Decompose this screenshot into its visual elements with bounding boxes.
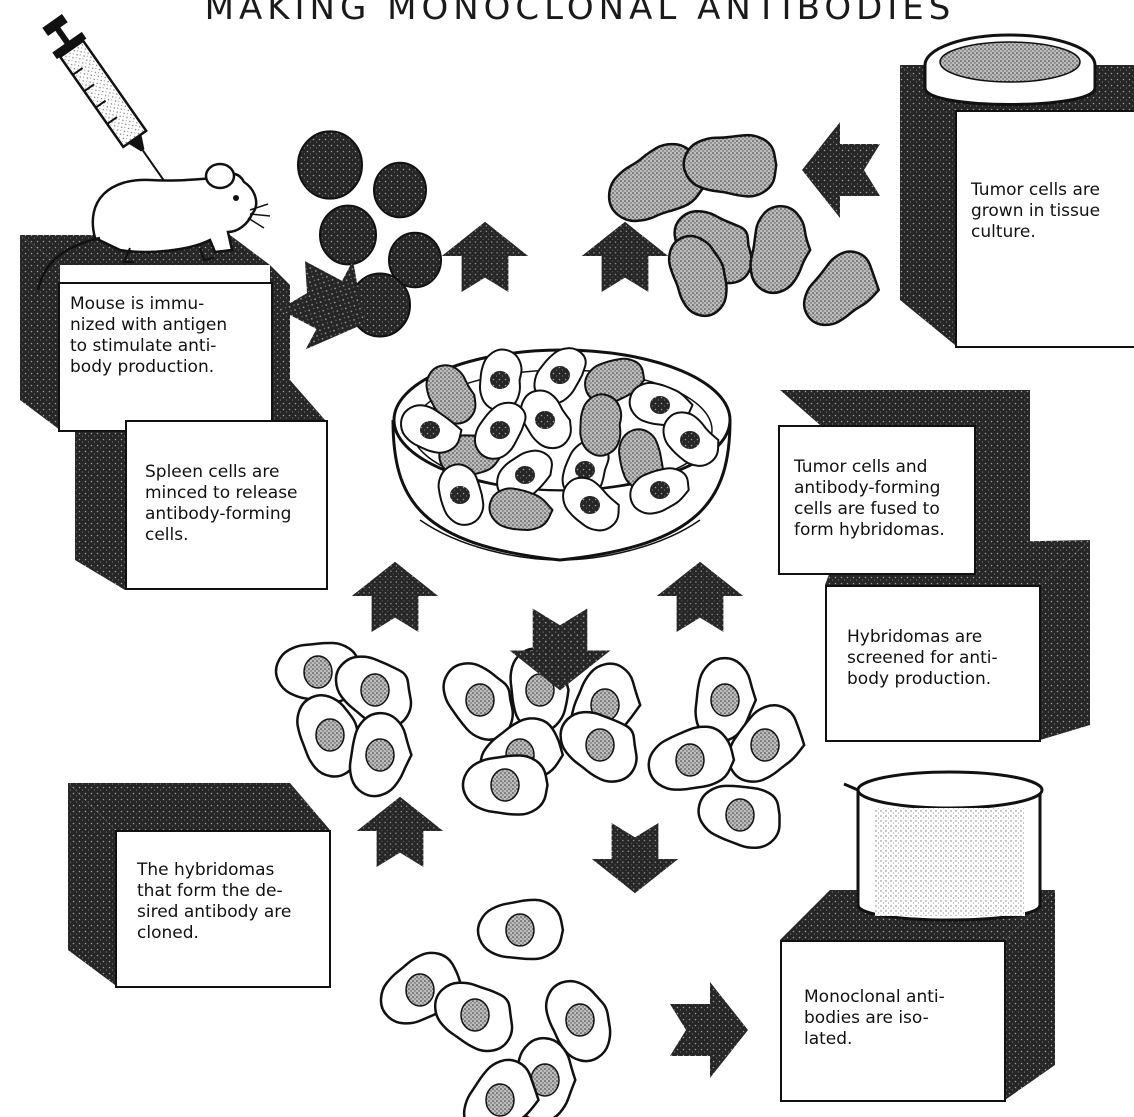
nucleus-icon <box>680 431 700 449</box>
nucleus-icon <box>726 799 754 831</box>
fuse-text: Tumor cells and antibody-forming cells a… <box>794 457 964 541</box>
nucleus-icon <box>550 366 570 384</box>
nucleus-icon <box>304 656 332 688</box>
fuse-label: Tumor cells and antibody-forming cells a… <box>778 425 976 575</box>
isolate-label: Monoclonal anti- bodies are iso- lated. <box>780 940 1006 1102</box>
nucleus-icon <box>491 769 519 801</box>
nucleus-icon <box>580 496 600 514</box>
nucleus-icon <box>751 729 779 761</box>
nucleus-icon <box>466 684 494 716</box>
petri-dish-icon <box>925 35 1095 105</box>
arrow-icon <box>442 222 528 292</box>
clone-text: The hybridomas that form the de- sired a… <box>137 860 319 944</box>
arrow-icon <box>582 222 668 292</box>
nucleus-icon <box>366 739 394 771</box>
tumor-cell-icon <box>804 252 879 325</box>
arrow-icon <box>802 122 880 218</box>
nucleus-icon <box>586 729 614 761</box>
clone-label: The hybridomas that form the de- sired a… <box>115 830 331 988</box>
nucleus-icon <box>711 684 739 716</box>
spleen-cell-icon <box>374 163 426 218</box>
beaker-icon <box>844 772 1042 920</box>
arrow-icon <box>657 562 743 632</box>
nucleus-icon <box>450 486 470 504</box>
hybrid-cell-icon <box>580 394 621 455</box>
arrow-icon <box>592 823 678 893</box>
mouse-icon <box>38 164 270 290</box>
arrow-icon <box>670 982 748 1078</box>
spleen-cell-icon <box>320 206 376 265</box>
spleen-label: Spleen cells are minced to release antib… <box>125 420 328 590</box>
nucleus-icon <box>490 371 510 389</box>
immunize-text: Mouse is immu- nized with antigen to sti… <box>70 294 261 378</box>
nucleus-icon <box>406 974 434 1006</box>
nucleus-icon <box>486 1084 514 1116</box>
tumor-cell-icon <box>684 135 777 196</box>
nucleus-icon <box>420 421 440 439</box>
nucleus-icon <box>650 396 670 414</box>
screen-label: Hybridomas are screened for anti- body p… <box>825 585 1041 742</box>
nucleus-icon <box>461 999 489 1031</box>
immunize-label: Mouse is immu- nized with antigen to sti… <box>58 282 273 432</box>
syringe-icon <box>37 11 190 209</box>
spleen-text: Spleen cells are minced to release antib… <box>145 462 316 546</box>
nucleus-icon <box>575 461 595 479</box>
nucleus-icon <box>361 674 389 706</box>
tumor-culture-text: Tumor cells are grown in tissue culture. <box>971 180 1124 243</box>
arrow-icon <box>352 562 438 632</box>
nucleus-icon <box>535 411 555 429</box>
nucleus-icon <box>490 421 510 439</box>
arrow-icon <box>357 797 443 867</box>
nucleus-icon <box>506 914 534 946</box>
spleen-cell-icon <box>298 131 362 198</box>
nucleus-icon <box>650 481 670 499</box>
tumor-cell-icon <box>751 206 811 293</box>
nucleus-icon <box>566 1004 594 1036</box>
tumor-culture-label: Tumor cells are grown in tissue culture. <box>955 110 1134 348</box>
nucleus-icon <box>676 744 704 776</box>
diagram-title: MAKING MONOCLONAL ANTIBODIES <box>200 0 960 28</box>
isolate-text: Monoclonal anti- bodies are iso- lated. <box>804 987 994 1050</box>
nucleus-icon <box>515 466 535 484</box>
nucleus-icon <box>316 719 344 751</box>
screen-text: Hybridomas are screened for anti- body p… <box>847 627 1029 690</box>
